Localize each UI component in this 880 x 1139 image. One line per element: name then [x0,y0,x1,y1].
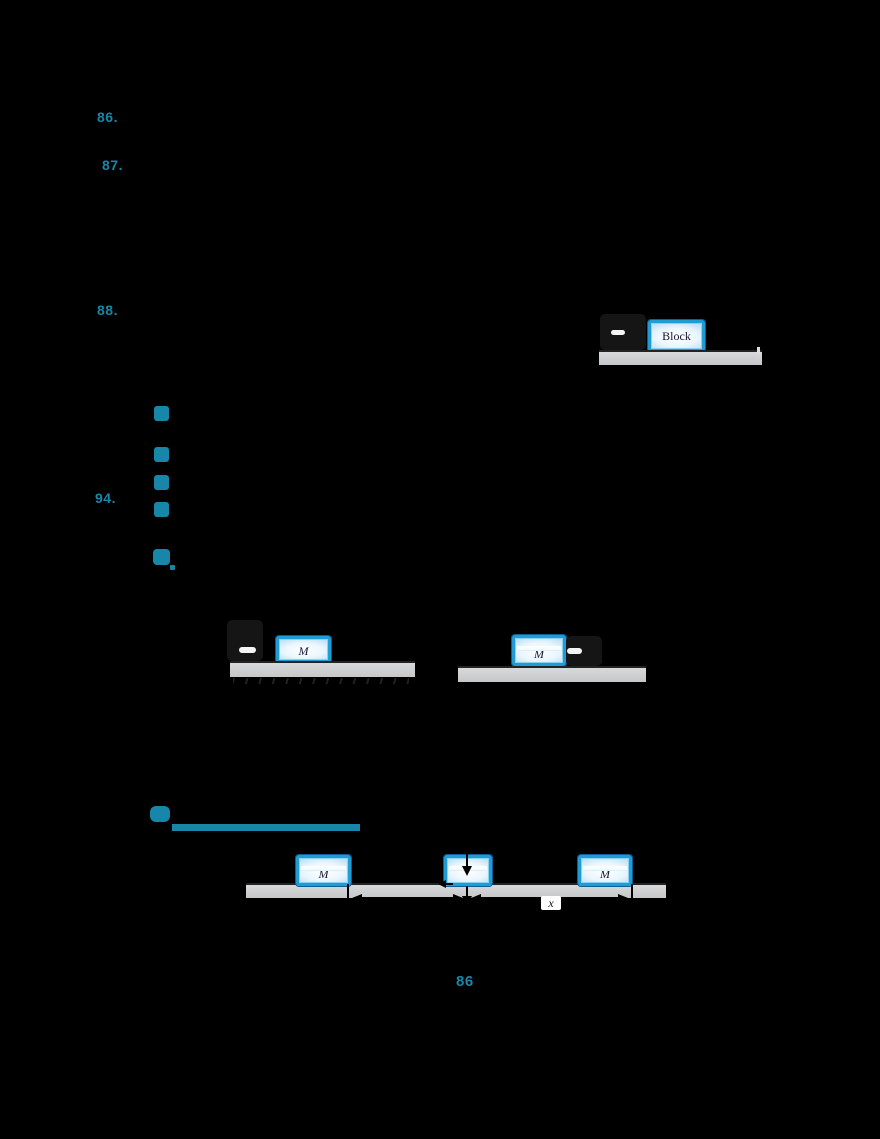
part-marker-badge [154,447,169,462]
figure-push-right: M [455,615,655,690]
problem-number-87: 87. [102,157,123,173]
hand-icon [600,314,646,350]
figure-hand-pushing-block: Block [595,308,770,368]
force-down-arrow [462,836,472,876]
distance-label: x [541,896,561,910]
floor-surface [458,666,646,682]
block-label: M [534,647,544,661]
hand-cuff-highlight [239,647,256,653]
block-m-right: M [578,855,632,886]
block-label: M [298,644,309,658]
figure-push-left: M [225,615,420,690]
section-marker-icon [150,806,170,822]
section-rule [172,824,360,831]
block: Block [648,320,705,352]
block-stripe [301,865,346,871]
block-label: M [600,867,610,881]
block-label: M [318,867,329,881]
block-m-left: M [296,855,351,886]
friction-left-arrow [438,880,453,888]
problem-number-94: 94. [95,490,116,506]
top-annotation-mark [515,632,560,634]
figure-three-blocks: M M x [240,835,675,940]
table-surface [599,350,762,365]
surface-end-tick [757,347,760,354]
hand-icon [227,620,263,661]
block-stripe [583,865,627,871]
hand-icon [566,636,602,666]
hand-cuff-highlight [611,330,625,335]
problem-number-86: 86. [97,109,118,125]
part-marker-badge [154,475,169,490]
distance-label-text: x [548,895,554,910]
page-number: 86 [456,973,474,990]
surface-hatching [233,678,409,684]
hand-cuff-highlight [567,648,582,654]
part-marker-badge-large [153,549,170,565]
problem-number-88: 88. [97,302,118,318]
block-stripe [517,645,561,651]
part-marker-badge [154,502,169,517]
part-marker-dot [170,565,175,570]
part-marker-badge [154,406,169,421]
block-label: Block [662,329,691,343]
block-m: M [512,635,566,666]
floor-surface [230,661,415,677]
dimension-arrows [347,884,633,930]
block-m: M [276,636,331,663]
